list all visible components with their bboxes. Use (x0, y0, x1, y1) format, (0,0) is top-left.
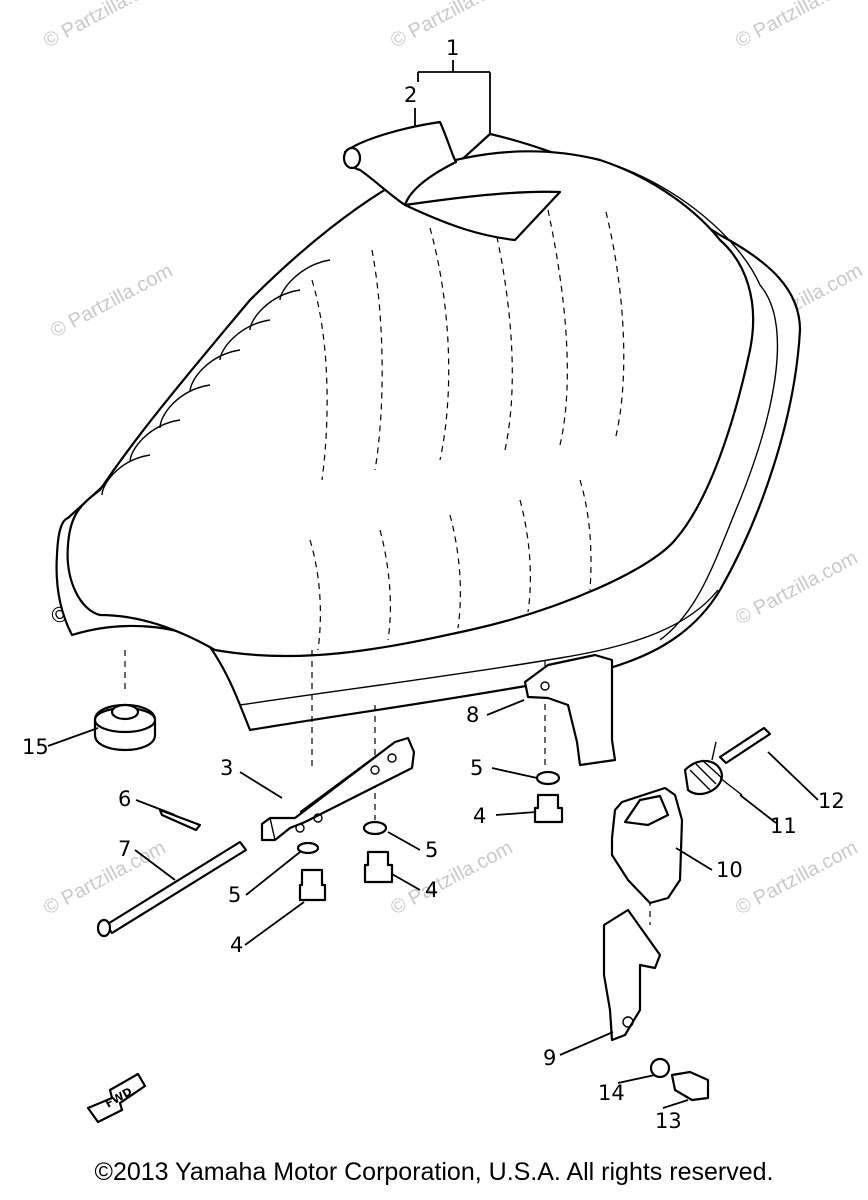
callout-5: 5 (425, 838, 438, 862)
seat-top-cover (66, 150, 755, 658)
callout-5: 5 (228, 883, 241, 907)
callout-15: 15 (22, 735, 49, 759)
part-4-bolt (298, 868, 327, 902)
bolts (298, 793, 710, 1102)
part-4-bolt (363, 850, 394, 884)
watermark-text: © Partzilla.com (732, 0, 861, 52)
watermark-text: © Partzilla.com (40, 0, 169, 52)
watermark-text: © Partzilla.com (47, 260, 176, 343)
forward-direction-arrow: FWD (86, 1072, 147, 1124)
part-4-bolt (533, 793, 564, 824)
callout-6: 6 (118, 787, 131, 811)
leader-lines (47, 60, 819, 1109)
callout-3: 3 (220, 756, 233, 780)
part-12-pin (718, 726, 772, 765)
callout-8: 8 (466, 703, 479, 727)
watermark-text: © Partzilla.com (732, 547, 861, 630)
part-5-washer (362, 820, 388, 836)
part-7-hinge-pin (96, 840, 248, 938)
seat-skirt-line (239, 589, 719, 706)
seat-side-edge (599, 159, 779, 641)
part-5-washer (296, 841, 320, 855)
callout-4: 4 (425, 878, 438, 902)
seat-strap (343, 120, 458, 207)
part-8-bracket (523, 653, 617, 767)
seat-pleats (309, 209, 625, 651)
copyright-notice: ©2013 Yamaha Motor Corporation, U.S.A. A… (94, 1158, 774, 1186)
callout-12: 12 (818, 789, 845, 813)
callout-11: 11 (770, 814, 797, 838)
callout-7: 7 (118, 837, 131, 861)
callout-labels: 1 2 3 4 4 4 5 5 5 6 7 8 9 10 11 12 13 14… (22, 36, 845, 1133)
washers (296, 770, 671, 1079)
part-15-damper (93, 703, 157, 752)
part-5-washer (535, 770, 561, 786)
part-3-bracket (260, 736, 416, 842)
seat-strap-roll (342, 146, 362, 170)
callout-13: 13 (655, 1109, 682, 1133)
part-14-washer (649, 1057, 671, 1079)
part-9-bracket (602, 908, 662, 1042)
callout-4: 4 (473, 804, 486, 828)
callout-9: 9 (543, 1046, 556, 1070)
callout-5: 5 (470, 756, 483, 780)
seat-label-patch (403, 190, 562, 242)
seat-front-rolls (101, 259, 331, 496)
part-13-bolt (670, 1070, 710, 1102)
part-11-spring (683, 741, 743, 796)
watermark-text: © Partzilla.com (732, 837, 861, 920)
part-6-cotter-pin (158, 808, 202, 832)
callout-1: 1 (446, 36, 459, 60)
callout-2: 2 (404, 83, 417, 107)
part-10-latch (610, 786, 684, 905)
seat-assembly (55, 120, 802, 732)
watermark-text: © Partzilla.com (387, 837, 516, 920)
callout-14: 14 (598, 1081, 625, 1105)
callout-10: 10 (716, 858, 743, 882)
callout-4: 4 (230, 933, 243, 957)
